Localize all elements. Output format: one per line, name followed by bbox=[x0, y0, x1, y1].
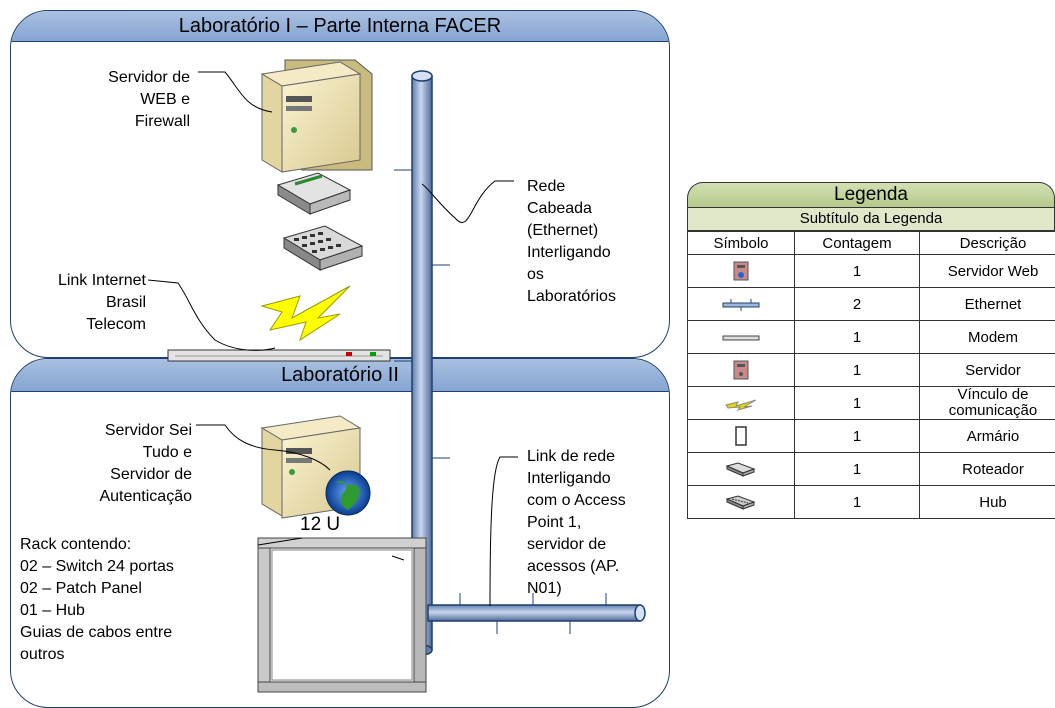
legend-header-description: Descrição bbox=[920, 232, 1055, 255]
server-icon bbox=[731, 359, 751, 381]
legend-row: 1 Roteador bbox=[688, 453, 1055, 486]
legend-count: 1 bbox=[795, 321, 920, 354]
legend-row: 1 Servidor Web bbox=[688, 255, 1055, 288]
legend-description: Servidor Web bbox=[920, 255, 1055, 288]
legend-title: Legenda bbox=[687, 182, 1055, 207]
legend-symbol bbox=[688, 420, 795, 453]
legend-symbol bbox=[688, 354, 795, 387]
web-server-icon bbox=[262, 60, 372, 172]
modem-icon bbox=[721, 333, 761, 343]
legend-description: Vínculo de comunicação bbox=[920, 387, 1055, 420]
legend-subtitle: Subtítulo da Legenda bbox=[687, 207, 1055, 231]
legend-row: 2 Ethernet bbox=[688, 288, 1055, 321]
rack-icon bbox=[734, 425, 748, 447]
legend-description: Ethernet bbox=[920, 288, 1055, 321]
legend-description: Modem bbox=[920, 321, 1055, 354]
legend-table: Símbolo Contagem Descrição 1 Servidor We… bbox=[687, 231, 1055, 519]
rack-size-label: 12 U bbox=[300, 514, 340, 536]
legend-description: Servidor bbox=[920, 354, 1055, 387]
legend-count: 2 bbox=[795, 288, 920, 321]
legend-symbol bbox=[688, 453, 795, 486]
legend-row: 1 Servidor bbox=[688, 354, 1055, 387]
legend-count: 1 bbox=[795, 387, 920, 420]
legend-symbol bbox=[688, 321, 795, 354]
auth-server-icon bbox=[262, 416, 370, 518]
legend-count: 1 bbox=[795, 255, 920, 288]
legend-count: 1 bbox=[795, 420, 920, 453]
ethernet-icon bbox=[721, 298, 761, 312]
legend-description: Hub bbox=[920, 486, 1055, 519]
legend-description: Armário bbox=[920, 420, 1055, 453]
legend-header-count: Contagem bbox=[795, 232, 920, 255]
legend-row: 1 Hub bbox=[688, 486, 1055, 519]
legend-header-symbol: Símbolo bbox=[688, 232, 795, 255]
lightning-icon bbox=[262, 286, 350, 340]
server-icon bbox=[731, 260, 751, 282]
legend-description: Roteador bbox=[920, 453, 1055, 486]
legend-symbol bbox=[688, 288, 795, 321]
legend-header-row: Símbolo Contagem Descrição bbox=[688, 232, 1055, 255]
rack-icon bbox=[258, 538, 426, 692]
legend-count: 1 bbox=[795, 486, 920, 519]
link-rede-connector bbox=[490, 457, 518, 606]
router-icon bbox=[278, 173, 350, 214]
legend-symbol bbox=[688, 486, 795, 519]
legend-symbol bbox=[688, 255, 795, 288]
server-label-connector bbox=[198, 72, 272, 112]
legend-row: 1 Modem bbox=[688, 321, 1055, 354]
hub-icon bbox=[284, 226, 362, 270]
legend-count: 1 bbox=[795, 354, 920, 387]
link-label-connector bbox=[148, 280, 275, 350]
legend-row: 1 Armário bbox=[688, 420, 1055, 453]
modem-icon bbox=[168, 350, 390, 361]
legend: Legenda Subtítulo da Legenda Símbolo Con… bbox=[687, 182, 1055, 519]
router-icon bbox=[724, 460, 758, 478]
lightning-icon bbox=[724, 397, 758, 411]
network-label-connector bbox=[422, 181, 514, 223]
legend-symbol bbox=[688, 387, 795, 420]
legend-count: 1 bbox=[795, 453, 920, 486]
hub-icon bbox=[724, 493, 758, 511]
legend-row: 1 Vínculo de comunicação bbox=[688, 387, 1055, 420]
